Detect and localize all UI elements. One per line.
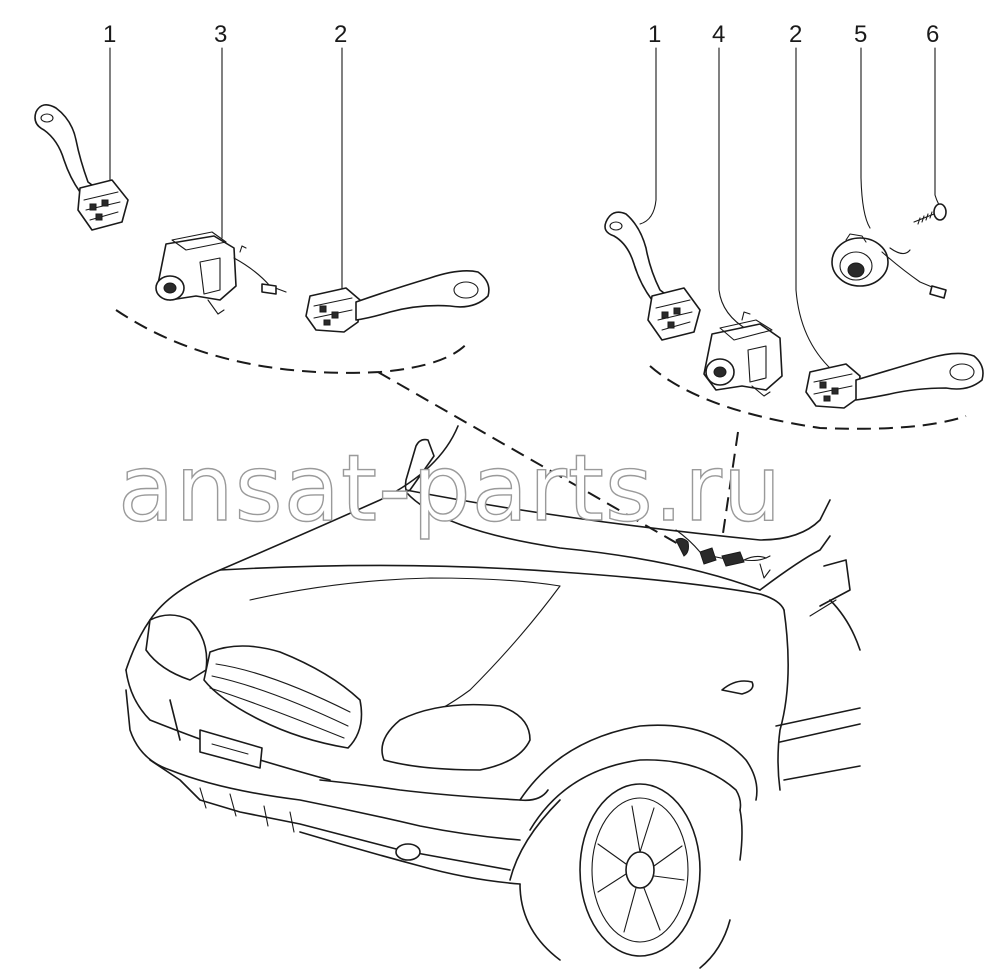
part-3-lock-housing — [155, 231, 287, 315]
callout-right-1: 1 — [648, 21, 661, 48]
callout-left-3: 3 — [214, 21, 227, 48]
pointer-left-group — [377, 371, 681, 546]
part-1-wiper-switch-left — [34, 104, 129, 231]
callout-left-1: 1 — [103, 21, 116, 48]
vehicle-front-outline — [125, 425, 861, 969]
callout-left-2: 2 — [334, 21, 347, 48]
callout-right-5: 5 — [854, 21, 867, 48]
part-1-wiper-switch-right — [604, 211, 701, 341]
callout-right-4: 4 — [712, 21, 725, 48]
right-group-boundary — [649, 365, 967, 430]
pointer-right-group — [721, 431, 739, 541]
steering-column-switch-location — [675, 529, 771, 579]
leader-lines — [109, 47, 944, 371]
left-group-boundary — [115, 309, 471, 374]
watermark: ansat-parts.ru — [118, 435, 782, 542]
part-6-screw — [913, 203, 947, 225]
callout-right-6: 6 — [926, 21, 939, 48]
part-4-lock-housing — [703, 311, 783, 397]
part-2-turn-switch-right — [805, 352, 984, 409]
part-2-turn-switch-left — [305, 270, 490, 333]
part-5-clock-spring — [831, 233, 947, 299]
callout-right-2: 2 — [789, 21, 802, 48]
